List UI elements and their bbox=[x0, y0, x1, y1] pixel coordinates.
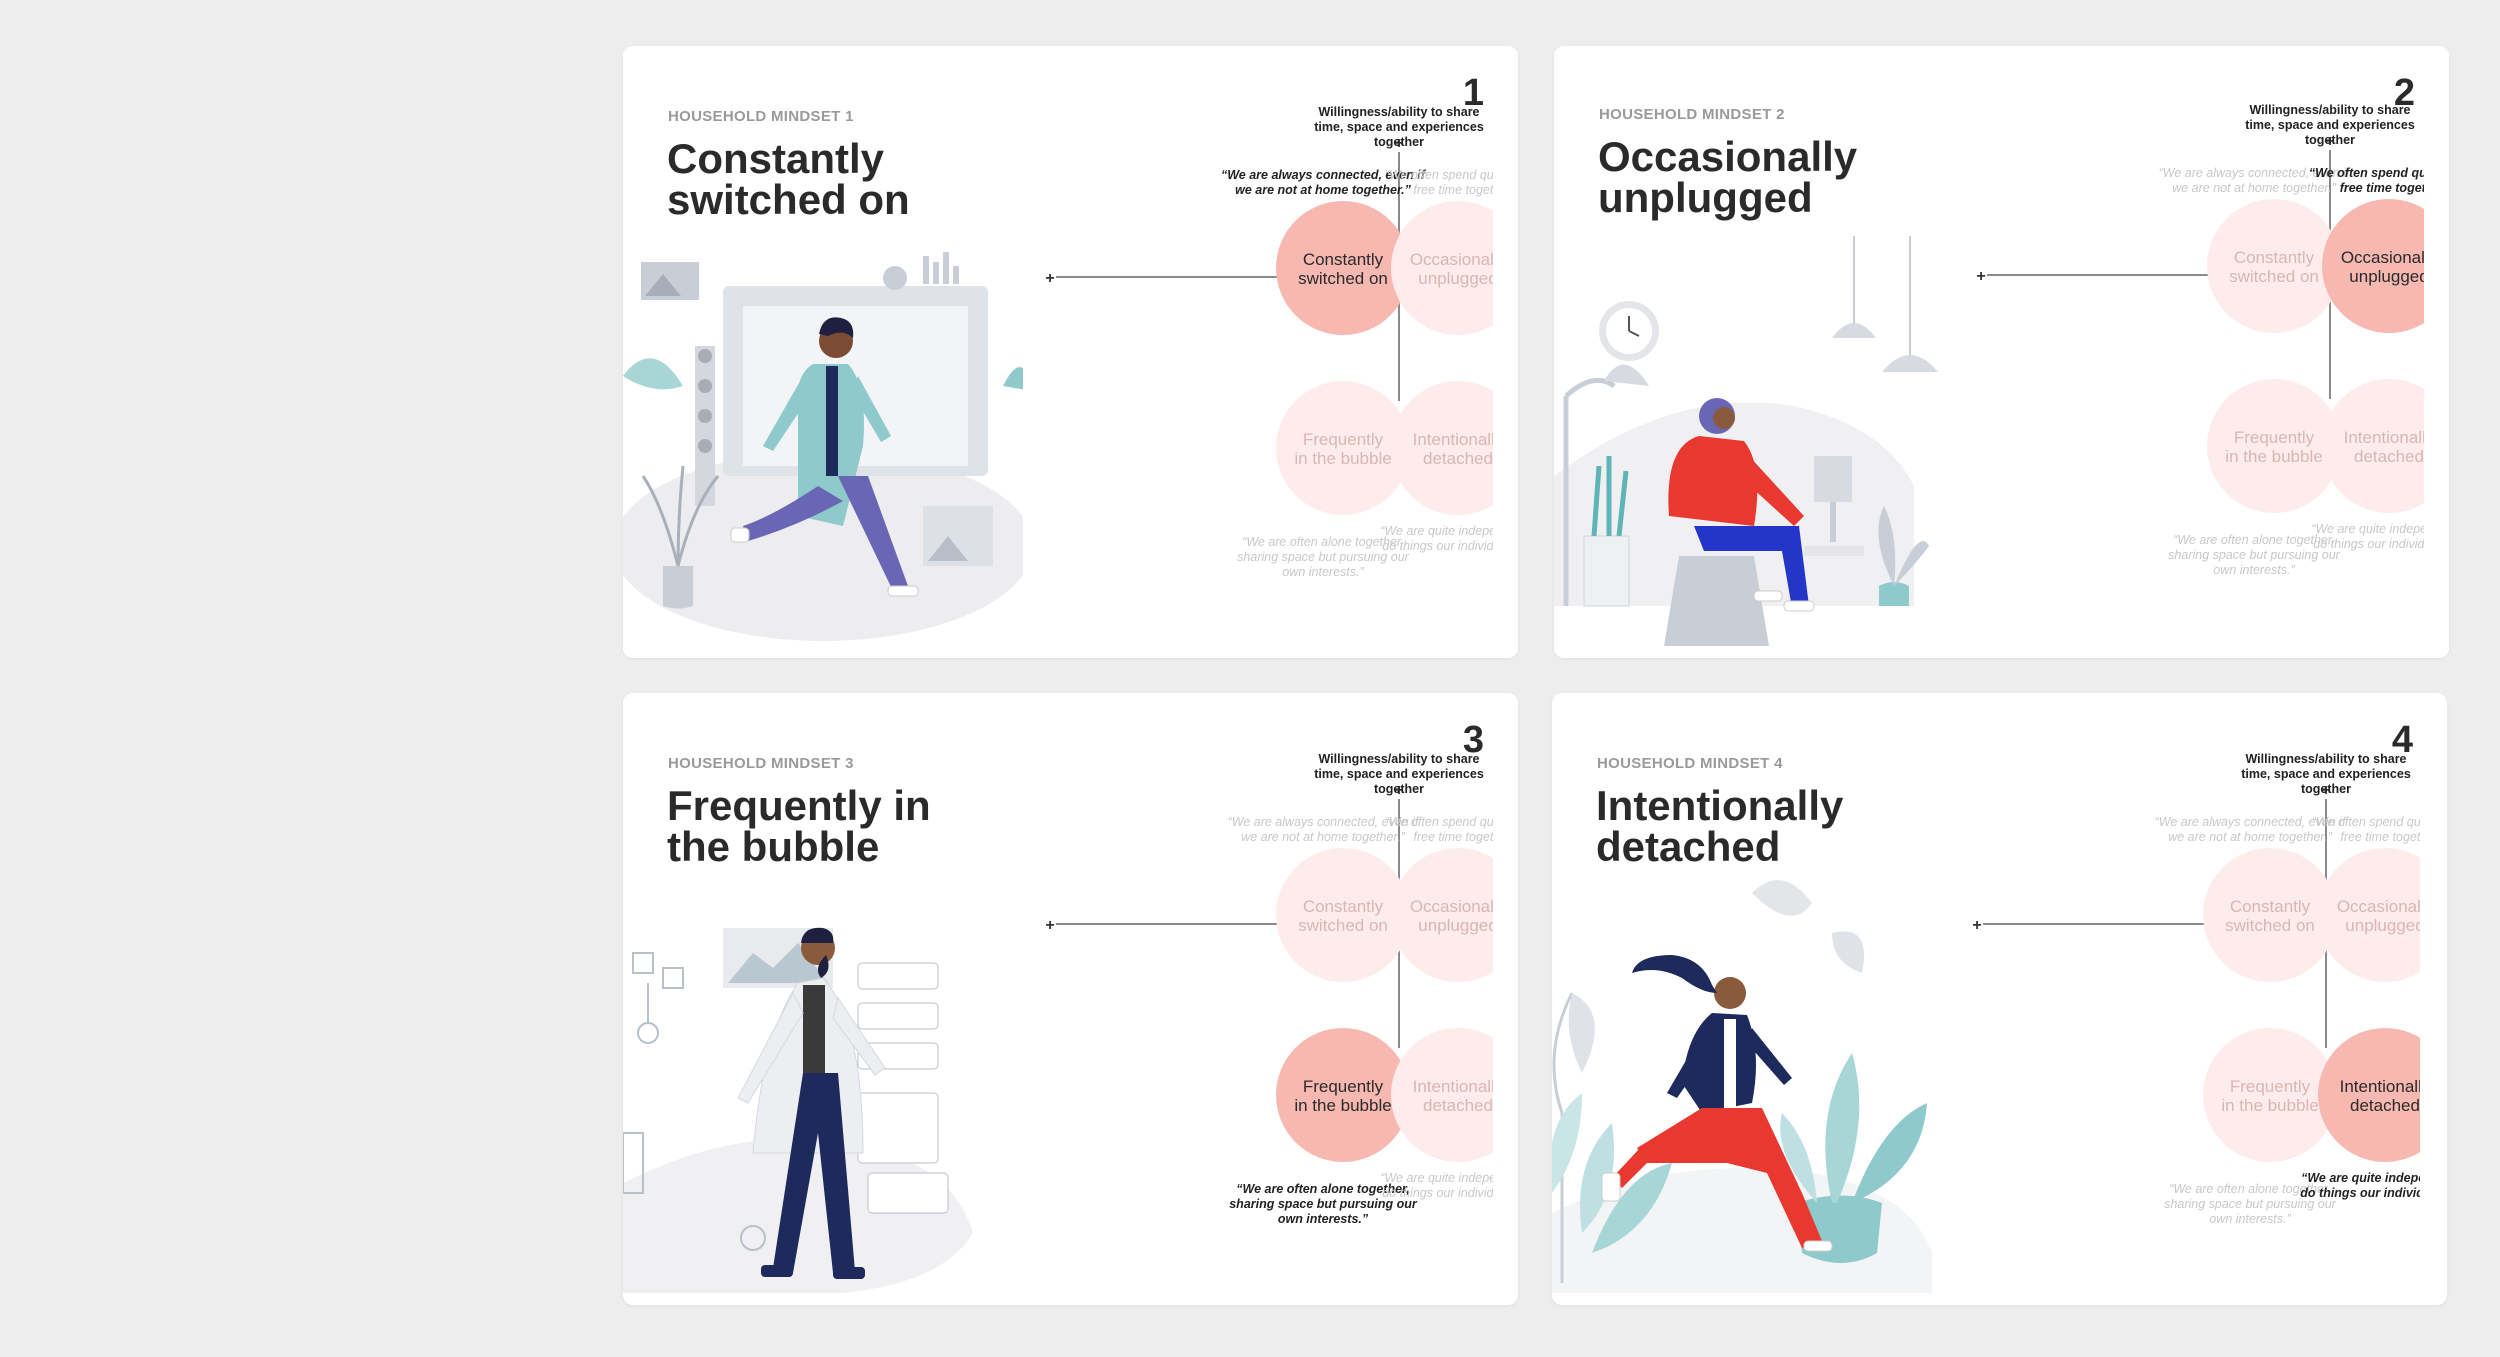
card-title: Occasionally unplugged bbox=[1598, 133, 1858, 221]
card-eyebrow: HOUSEHOLD MINDSET 3 bbox=[668, 755, 854, 772]
card-eyebrow: HOUSEHOLD MINDSET 2 bbox=[1599, 106, 1785, 123]
quadrant-quote: “We are often alone together,sharing spa… bbox=[1229, 1182, 1418, 1226]
quadrant-circle bbox=[2203, 1028, 2337, 1162]
quadrant-circle bbox=[2322, 199, 2424, 333]
card-number: 1 bbox=[1462, 72, 1484, 114]
card-title: Constantly switched on bbox=[667, 135, 910, 223]
quadrant-quote: “We often spend quality tech-free time t… bbox=[2309, 166, 2424, 195]
y-axis-plus: + bbox=[2325, 133, 2334, 150]
person-walking-dashboard-icon bbox=[623, 927, 973, 1293]
mindset-card-1: HOUSEHOLD MINDSET 1 Constantly switched … bbox=[623, 46, 1518, 658]
quadrant-quote: “We often spend quality tech-free time t… bbox=[1385, 815, 1493, 844]
quadrant-quote: “We are quite independent anddo things o… bbox=[2300, 1171, 2420, 1200]
y-axis-plus: + bbox=[1394, 135, 1403, 152]
quadrant-quote: “We often spend quality tech-free time t… bbox=[1385, 168, 1493, 197]
quadrant-quote: “We are often alone together,sharing spa… bbox=[1237, 535, 1409, 579]
card-number: 4 bbox=[2391, 719, 2413, 761]
card-title: Intentionally detached bbox=[1596, 782, 1844, 870]
mindset-card-2: HOUSEHOLD MINDSET 2 Occasionally unplugg… bbox=[1554, 46, 2449, 658]
card-eyebrow: HOUSEHOLD MINDSET 1 bbox=[668, 108, 854, 125]
quadrant-circle bbox=[1391, 201, 1493, 335]
quadrant-circle bbox=[2207, 199, 2341, 333]
quadrant-quote: “We are quite independent anddo things o… bbox=[1380, 524, 1493, 553]
x-axis-plus: + bbox=[1976, 268, 1985, 285]
quadrant-circle bbox=[2318, 1028, 2420, 1162]
x-axis-plus: + bbox=[1045, 917, 1054, 934]
quadrant-quote: “We are often alone together,sharing spa… bbox=[2168, 533, 2340, 577]
x-axis-plus: + bbox=[1972, 917, 1981, 934]
quadrant-circle bbox=[2207, 379, 2341, 513]
quadrant-quote: “We often spend quality tech-free time t… bbox=[2312, 815, 2420, 844]
quadrant-quote: “We are quite independent anddo things o… bbox=[2311, 522, 2424, 551]
quadrant-circle bbox=[2318, 848, 2420, 982]
quadrant-quote: “We are quite independent anddo things o… bbox=[1380, 1171, 1493, 1200]
card-number: 3 bbox=[1462, 719, 1484, 761]
x-axis-plus: + bbox=[1045, 270, 1054, 287]
quadrant-quote: “We are often alone together,sharing spa… bbox=[2164, 1182, 2336, 1226]
card-eyebrow: HOUSEHOLD MINDSET 4 bbox=[1597, 755, 1783, 772]
quadrant-circle bbox=[1391, 1028, 1493, 1162]
quadrant-circle bbox=[1276, 381, 1410, 515]
person-walking-screens-icon bbox=[623, 252, 1023, 641]
card-title: Frequently in the bubble bbox=[667, 782, 931, 870]
quadrant-circle bbox=[2322, 379, 2424, 513]
card-number: 2 bbox=[2393, 72, 2415, 114]
mindset-card-4: HOUSEHOLD MINDSET 4 Intentionally detach… bbox=[1552, 693, 2447, 1305]
y-axis-plus: + bbox=[2321, 782, 2330, 799]
y-axis-plus: + bbox=[1394, 782, 1403, 799]
quadrant-circle bbox=[1276, 201, 1410, 335]
quadrant-circle bbox=[1276, 1028, 1410, 1162]
mindset-card-3: HOUSEHOLD MINDSET 3 Frequently in the bu… bbox=[623, 693, 1518, 1305]
quadrant-circle bbox=[1391, 848, 1493, 982]
quadrant-circle bbox=[1391, 381, 1493, 515]
quadrant-circle bbox=[2203, 848, 2337, 982]
person-running-plants-icon bbox=[1552, 880, 1932, 1293]
quadrant-circle bbox=[1276, 848, 1410, 982]
person-sitting-relaxing-icon bbox=[1554, 236, 1938, 646]
